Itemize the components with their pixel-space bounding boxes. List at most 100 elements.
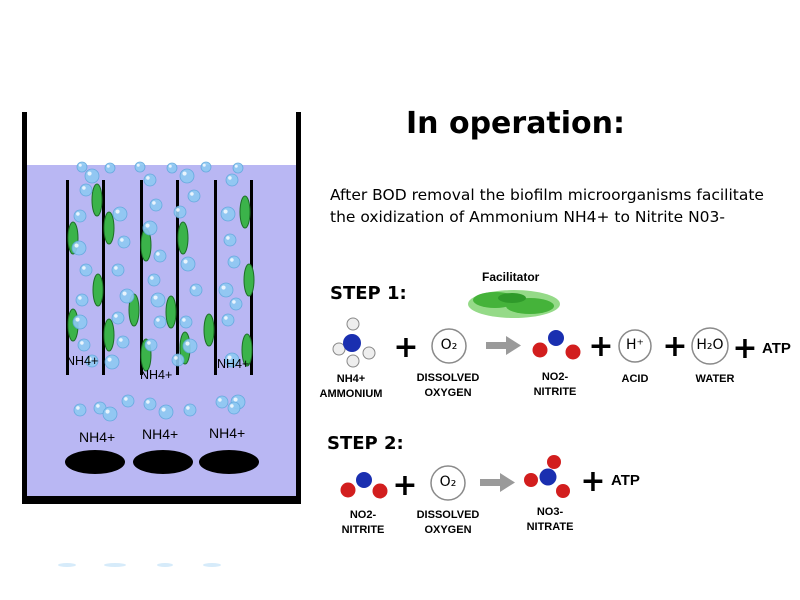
bubble-highlight bbox=[78, 296, 82, 300]
bubble-highlight bbox=[182, 171, 187, 176]
reaction-arrow-icon bbox=[480, 473, 515, 492]
plus-icon: + bbox=[393, 330, 418, 365]
bubble-highlight bbox=[221, 285, 226, 290]
bubble-highlight bbox=[82, 266, 86, 270]
bubble-highlight bbox=[114, 266, 118, 270]
biofilm-patch bbox=[243, 263, 255, 297]
media-label-ammonium: NH4+ bbox=[140, 368, 173, 382]
description-line: After BOD removal the biofilm microorgan… bbox=[330, 186, 764, 204]
bubble-highlight bbox=[176, 208, 180, 212]
bubble-highlight bbox=[202, 163, 206, 167]
faint-bubbles-below bbox=[58, 563, 221, 567]
air-diffuser bbox=[199, 450, 259, 474]
oxygen-circle bbox=[430, 465, 466, 501]
bubble-highlight bbox=[115, 209, 120, 214]
bubble-highlight bbox=[161, 407, 166, 412]
plus-icon: + bbox=[392, 468, 417, 503]
bubble bbox=[157, 563, 173, 567]
bubble-highlight bbox=[185, 341, 190, 346]
bubble-highlight bbox=[233, 397, 238, 402]
biofilm-patch bbox=[165, 295, 177, 329]
bubble bbox=[203, 563, 221, 567]
bubble-highlight bbox=[224, 316, 228, 320]
nitrate-label: NO3- NITRATE bbox=[515, 505, 585, 535]
bubble-highlight bbox=[146, 176, 150, 180]
bubble-highlight bbox=[75, 317, 80, 322]
bubble-highlight bbox=[186, 406, 190, 410]
acid-circle bbox=[618, 329, 652, 363]
label-line: NO3- bbox=[536, 506, 564, 518]
plus-icon: + bbox=[580, 464, 605, 499]
bubble-highlight bbox=[228, 176, 232, 180]
bubble-highlight bbox=[124, 397, 128, 401]
bubble-highlight bbox=[107, 357, 112, 362]
reactor-tank-diagram bbox=[22, 112, 301, 567]
bubble-highlight bbox=[234, 164, 238, 168]
bubble-highlight bbox=[114, 314, 118, 318]
facilitator-biofilm-icon bbox=[468, 290, 560, 318]
biofilm-patch bbox=[177, 221, 189, 255]
diffuser-label-ammonium: NH4+ bbox=[79, 429, 116, 445]
biofilm-patch bbox=[241, 333, 253, 367]
bubble-highlight bbox=[232, 300, 236, 304]
bubble-highlight bbox=[122, 291, 127, 296]
bubble-highlight bbox=[168, 164, 172, 168]
bubble-highlight bbox=[182, 318, 186, 322]
oxygen-circle bbox=[431, 328, 467, 364]
bubble-highlight bbox=[106, 164, 110, 168]
air-diffuser bbox=[65, 450, 125, 474]
bubble-highlight bbox=[156, 252, 160, 256]
biofilm-patch bbox=[103, 211, 115, 245]
media-plate bbox=[66, 180, 69, 375]
label-line: DISSOLVED bbox=[416, 372, 480, 384]
bubble-highlight bbox=[74, 243, 79, 248]
nitrite-label: NO2- NITRITE bbox=[330, 508, 396, 538]
media-plate bbox=[214, 180, 217, 375]
media-label-ammonium: NH4+ bbox=[217, 357, 250, 371]
bubble-highlight bbox=[119, 338, 123, 342]
plus-icon: + bbox=[732, 331, 757, 366]
bubble-highlight bbox=[88, 357, 92, 361]
nitrite-molecule-icon bbox=[532, 330, 581, 360]
bubble-highlight bbox=[226, 236, 230, 240]
label-line: AMMONIUM bbox=[319, 388, 383, 400]
media-plate bbox=[140, 180, 143, 375]
label-line: NITRATE bbox=[526, 521, 574, 533]
atp-label: ATP bbox=[762, 340, 791, 357]
label-line: DISSOLVED bbox=[416, 509, 480, 521]
facilitator-label: Facilitator bbox=[482, 270, 540, 284]
label-line: NITRITE bbox=[341, 524, 385, 536]
bubble bbox=[58, 563, 76, 567]
air-bubbles bbox=[71, 168, 246, 422]
biofilm-patch bbox=[103, 318, 115, 352]
reaction-arrow-icon bbox=[486, 336, 521, 355]
page-title: In operation: bbox=[406, 106, 626, 141]
acid-label: ACID bbox=[621, 373, 649, 385]
oxygen-symbol: O₂ bbox=[440, 337, 458, 353]
label-line: NO2- bbox=[541, 371, 569, 383]
description: After BOD removal the biofilm microorgan… bbox=[330, 184, 800, 228]
bubble-highlight bbox=[150, 276, 154, 280]
plus-icon: + bbox=[588, 329, 613, 364]
bubble-highlight bbox=[96, 404, 100, 408]
bubble-highlight bbox=[230, 404, 234, 408]
bubble-highlight bbox=[145, 223, 150, 228]
nitrite-molecule-icon bbox=[340, 472, 388, 499]
atp-label: ATP bbox=[611, 472, 640, 489]
label-line: NO2- bbox=[349, 509, 377, 521]
air-diffusers bbox=[65, 450, 259, 474]
media-label-ammonium: NH4+ bbox=[66, 354, 99, 368]
bubble-highlight bbox=[136, 163, 140, 167]
label-line: OXYGEN bbox=[424, 524, 472, 536]
step2-heading: STEP 2: bbox=[327, 433, 404, 454]
oxygen-symbol: O₂ bbox=[439, 474, 457, 490]
bubble bbox=[104, 563, 126, 567]
diffuser-label-ammonium: NH4+ bbox=[142, 426, 179, 442]
bubble-highlight bbox=[147, 341, 151, 345]
description-line: the oxidization of Ammonium NH4+ to Nitr… bbox=[330, 208, 726, 226]
bubble-highlight bbox=[76, 212, 80, 216]
bubble-highlight bbox=[87, 171, 92, 176]
bubble-highlight bbox=[152, 201, 156, 205]
label-line: NH4+ bbox=[336, 373, 366, 385]
media-plate bbox=[102, 180, 105, 375]
